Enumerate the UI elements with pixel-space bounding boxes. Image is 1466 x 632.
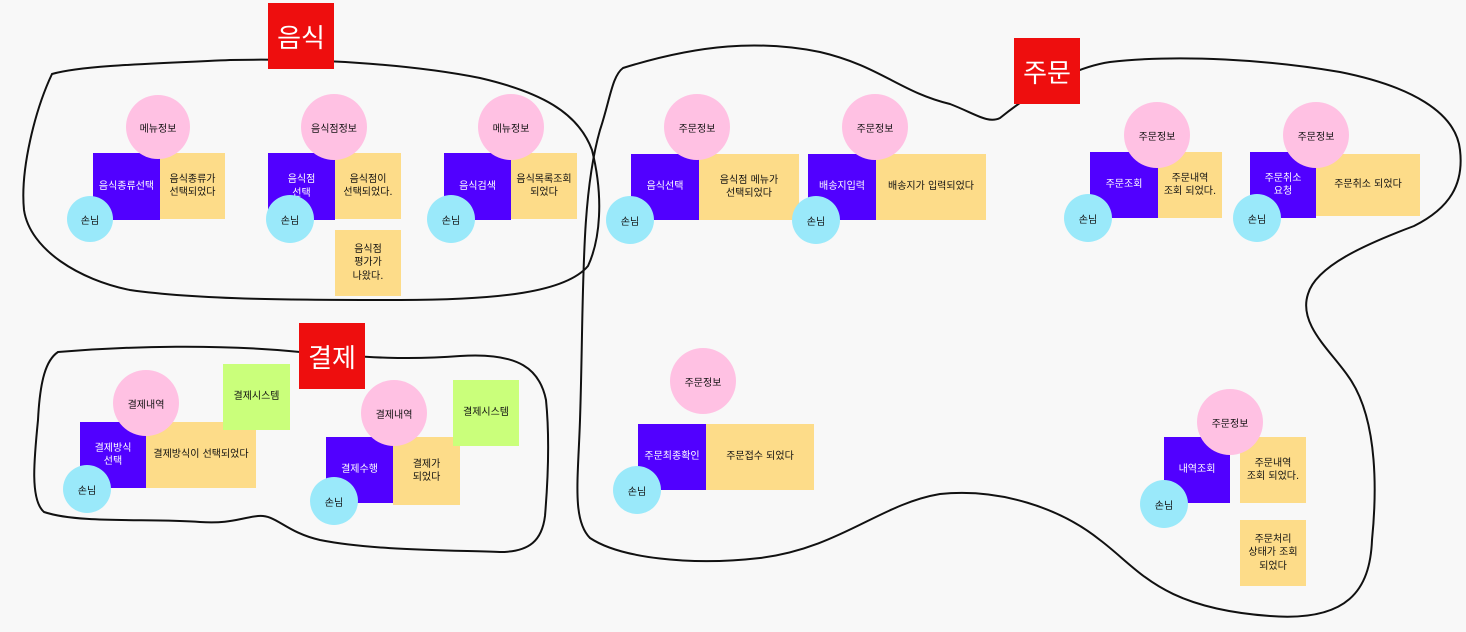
info-circle: 주문정보: [1197, 389, 1263, 455]
info-circle: 주문정보: [1283, 102, 1349, 168]
context-title-order: 주문: [1014, 38, 1080, 104]
context-title-payment: 결제: [299, 323, 365, 389]
info-circle: 주문정보: [664, 94, 730, 160]
event-note: 음식종류가 선택되었다: [160, 153, 225, 219]
event-note: 주문처리 상태가 조회 되었다: [1240, 520, 1306, 586]
info-circle: 주문정보: [1124, 102, 1190, 168]
event-note: 음식점 메뉴가 선택되었다: [699, 154, 799, 220]
actor-circle: 손님: [1140, 480, 1188, 528]
event-note: 결제방식이 선택되었다: [146, 422, 256, 488]
command-note: 음식선택: [631, 154, 699, 220]
event-note: 주문접수 되었다: [706, 424, 814, 490]
event-note: 주문내역 조회 되었다.: [1240, 437, 1306, 503]
outline-order-context: [576, 44, 1462, 618]
actor-circle: 손님: [613, 466, 661, 514]
context-title-food: 음식: [268, 3, 334, 69]
actor-circle: 손님: [63, 465, 111, 513]
system-note: 결제시스템: [453, 380, 519, 446]
info-circle: 결제내역: [361, 380, 427, 446]
event-note: 음식목록조회 되었다: [511, 153, 577, 219]
actor-circle: 손님: [1064, 194, 1112, 242]
event-note: 음식점이 선택되었다.: [335, 153, 401, 219]
actor-circle: 손님: [67, 196, 113, 242]
actor-circle: 손님: [310, 477, 358, 525]
event-note: 음식점 평가가 나왔다.: [335, 230, 401, 296]
system-note: 결제시스템: [223, 364, 290, 430]
actor-circle: 손님: [606, 196, 654, 244]
info-circle: 메뉴정보: [126, 95, 190, 159]
actor-circle: 손님: [1233, 194, 1281, 242]
info-circle: 결제내역: [113, 370, 179, 436]
actor-circle: 손님: [266, 195, 314, 243]
outline-payment-context: [33, 345, 550, 554]
info-circle: 메뉴정보: [478, 94, 544, 160]
info-circle: 주문정보: [842, 94, 908, 160]
event-note: 배송지가 입력되었다: [876, 154, 986, 220]
event-note: 주문취소 되었다: [1316, 154, 1420, 216]
actor-circle: 손님: [427, 195, 475, 243]
event-note: 결제가 되었다: [393, 437, 460, 505]
info-circle: 음식점정보: [301, 94, 367, 160]
actor-circle: 손님: [792, 196, 840, 244]
info-circle: 주문정보: [670, 348, 736, 414]
